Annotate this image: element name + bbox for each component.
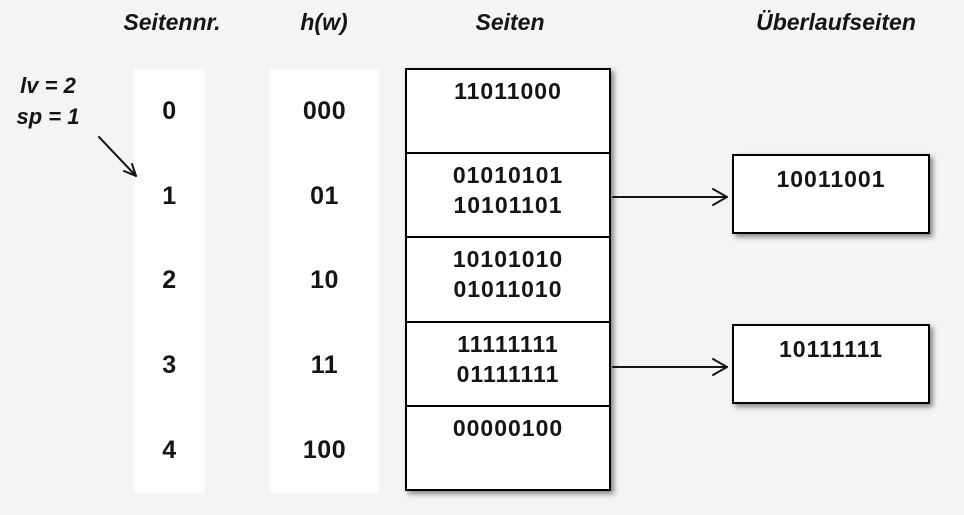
seiten-row-4: 00000100: [407, 404, 609, 489]
page-entry: 00000100: [452, 414, 564, 441]
hw-value: 100: [302, 436, 347, 465]
seitennr-column: 0 1 2 3 4: [134, 69, 205, 493]
seitennr-value: 0: [162, 96, 177, 125]
page-entry: 01010101: [452, 162, 564, 189]
page-entry: 01011010: [453, 276, 563, 303]
header-seiten: Seiten: [475, 9, 545, 35]
page-entry: 11011000: [454, 78, 562, 104]
seiten-row-1: 01010101 10101101: [407, 152, 609, 236]
hw-value: 11: [310, 351, 339, 380]
annotation-sp: sp = 1: [16, 104, 80, 129]
header-ueberlaufseiten: Überlaufseiten: [756, 9, 916, 35]
seiten-table: 11011000 01010101 10101101 10101010 0101…: [405, 68, 611, 491]
hw-value: 10: [310, 266, 339, 295]
page-entry: 11111111: [457, 330, 559, 357]
overflow-box-row-1: 10011001: [732, 154, 930, 234]
header-seitennr: Seitennr.: [123, 9, 221, 35]
page-entry: 01111111: [456, 360, 560, 387]
overflow-entry: 10011001: [776, 166, 886, 192]
seitennr-value: 1: [162, 181, 177, 210]
seiten-row-3: 11111111 01111111: [407, 320, 609, 405]
seiten-row-0: 11011000: [407, 70, 609, 152]
overflow-arrow-row3-icon: [612, 358, 728, 376]
overflow-arrow-row1-icon: [612, 188, 728, 206]
split-pointer-arrow-icon: [98, 136, 137, 177]
page-entry: 10101101: [453, 192, 563, 219]
annotation-lv: lv = 2: [20, 73, 76, 98]
hw-value: 01: [310, 181, 339, 210]
seitennr-value: 2: [162, 266, 177, 295]
overflow-entry: 10111111: [779, 336, 883, 362]
seitennr-value: 4: [162, 436, 177, 465]
hw-column: 000 01 10 11 100: [270, 69, 379, 493]
annotation-lv-sp: lv = 2 sp = 1: [6, 70, 90, 132]
header-hw: h(w): [300, 9, 348, 35]
seitennr-value: 3: [162, 351, 177, 380]
overflow-box-row-3: 10111111: [732, 324, 930, 404]
hw-value: 000: [302, 96, 347, 125]
seiten-row-2: 10101010 01011010: [407, 236, 609, 320]
page-entry: 10101010: [452, 246, 564, 273]
